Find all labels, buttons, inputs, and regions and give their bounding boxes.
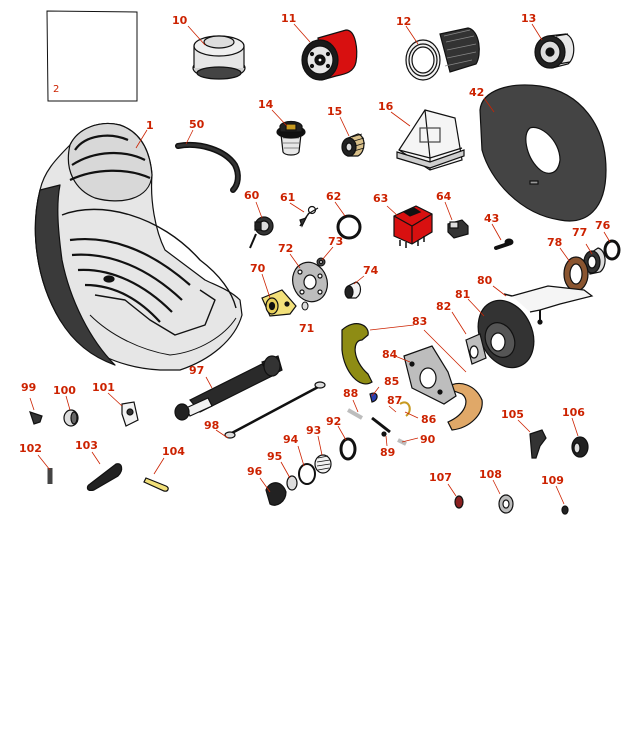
rubber-mat-icon [479,84,607,222]
washer-icon [301,301,309,311]
nut-icon [316,257,326,267]
callout-103: 103 [75,439,98,452]
bolt-icon [494,238,514,250]
callout-97: 97 [189,364,204,377]
callout-62: 62 [326,190,341,203]
callout-98: 98 [204,419,219,432]
callout-43: 43 [484,212,499,225]
key-icon [299,205,319,228]
callout-84: 84 [382,348,398,361]
bearing-icon [341,133,366,157]
filter-element-icon [534,33,575,69]
bracket-icon [261,289,297,317]
seal-ring-icon [563,239,621,292]
snap-ring-icon [336,214,362,240]
callout-82: 82 [436,300,451,313]
callout-93: 93 [306,424,321,437]
callout-85: 85 [384,375,399,388]
callout-80: 80 [477,274,493,287]
callout-labels: 1 10 11 12 13 14 15 16 42 43 50 60 61 62… [19,12,611,487]
inset-label: 2 [53,84,59,95]
callout-86: 86 [421,413,437,426]
callout-99: 99 [21,381,36,394]
callout-107: 107 [429,471,452,484]
callout-76: 76 [595,219,611,232]
callout-92: 92 [326,415,341,428]
callout-95: 95 [267,450,282,463]
callout-106: 106 [562,406,585,419]
leader-lines [29,23,611,505]
seat-icon [34,123,243,371]
linkage-icon [503,285,594,325]
callout-108: 108 [479,468,502,481]
callout-71: 71 [299,322,314,335]
breather-cap-icon [192,35,246,80]
callout-94: 94 [283,433,299,446]
hose-icon [175,142,241,193]
callout-87: 87 [387,394,402,407]
callout-10: 10 [172,14,188,27]
callout-13: 13 [521,12,536,25]
callout-74: 74 [363,264,379,277]
callout-77: 77 [572,226,587,239]
callout-81: 81 [455,288,470,301]
callout-61: 61 [280,191,295,204]
pulley-icon [265,437,357,506]
callout-16: 16 [378,100,394,113]
callout-70: 70 [250,262,266,275]
callout-101: 101 [92,381,115,394]
callout-12: 12 [396,15,411,28]
ignition-switch-icon [249,216,274,249]
connector-icon [447,219,469,239]
callout-1: 1 [146,119,154,132]
brake-assembly-icon [341,323,483,446]
callout-63: 63 [373,192,388,205]
hydraulic-cylinder-icon [174,355,326,439]
relay-icon [393,205,433,248]
callout-89: 89 [380,446,395,459]
brake-drum-icon [465,299,535,369]
callout-73: 73 [328,235,343,248]
callout-88: 88 [343,387,358,400]
callout-42: 42 [469,86,484,99]
callout-64: 64 [436,190,452,203]
callout-109: 109 [541,474,564,487]
strainer-icon [276,120,306,156]
lamp-housing-icon [396,109,465,171]
small-parts-icon [29,401,169,492]
callout-60: 60 [244,189,260,202]
bushing-icon [344,281,362,299]
inset-box: 2 [46,10,138,102]
callout-11: 11 [281,12,296,25]
callout-72: 72 [278,242,293,255]
callout-105: 105 [501,408,524,421]
callout-90: 90 [420,433,436,446]
callout-96: 96 [247,465,263,478]
callout-78: 78 [547,236,562,249]
callout-102: 102 [19,442,42,455]
callout-100: 100 [53,384,76,397]
callout-15: 15 [327,105,342,118]
misc-right-parts-icon [454,429,589,515]
callout-83: 83 [412,315,427,328]
callout-104: 104 [162,445,185,458]
oil-filter-icon [301,29,358,81]
hub-icon [292,261,328,303]
callout-50: 50 [189,118,205,131]
callout-14: 14 [258,98,274,111]
air-filter-icon [405,27,480,81]
